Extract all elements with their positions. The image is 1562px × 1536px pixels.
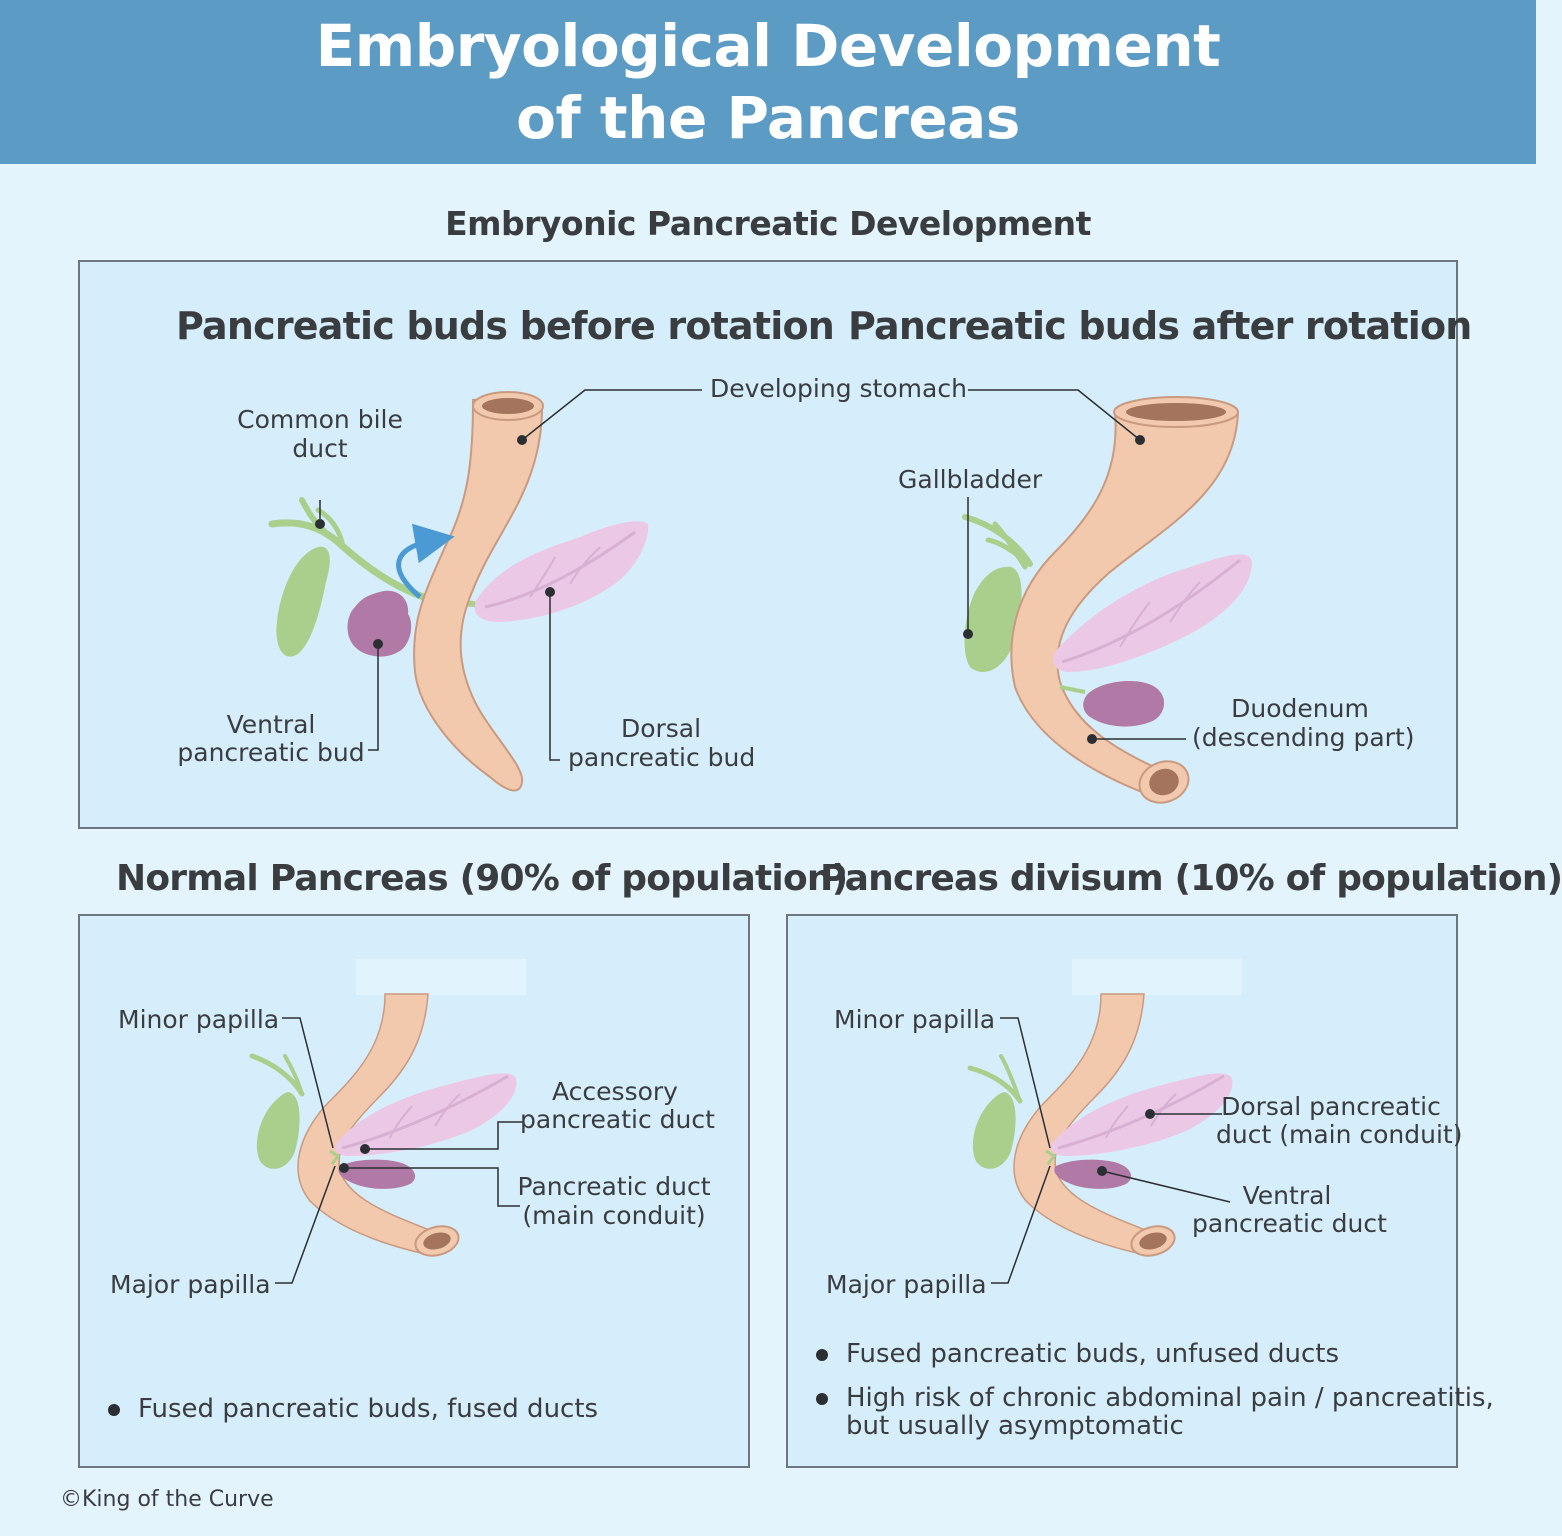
bullet-dot (816, 1393, 828, 1405)
duodenum-label-2: (descending part) (1192, 723, 1415, 752)
normal-pancreas-title: Normal Pancreas (90% of population) (116, 858, 848, 899)
embryonic-development-illustration (268, 389, 1252, 804)
minor-papilla-label: Minor papilla (118, 1005, 280, 1034)
before-rotation-diagram (268, 389, 702, 792)
pancreas-divisum-panel: Minor papilla Major papilla Dorsal pancr… (786, 914, 1494, 1468)
fused-pancreas-shape (1053, 554, 1252, 672)
ventral-duct-label-1: Ventral (1242, 1181, 1332, 1210)
duodenum-label-1: Duodenum (1231, 694, 1369, 723)
pancreatic-duct-label-1: Pancreatic duct (517, 1172, 711, 1201)
pancreas-divisum-title: Pancreas divisum (10% of population) (820, 858, 1562, 899)
pancreatic-duct-label-2: (main conduit) (522, 1201, 706, 1230)
dorsal-duct-label-2: duct (main conduit) (1216, 1120, 1463, 1149)
accessory-duct-label-2: pancreatic duct (520, 1105, 715, 1134)
normal-bullet-1: Fused pancreatic buds, fused ducts (108, 1394, 599, 1424)
after-rotation-title: Pancreatic buds after rotation (848, 304, 1472, 348)
bullet-text: but usually asymptomatic (846, 1411, 1184, 1441)
divisum-bullet-2-cont: but usually asymptomatic (846, 1412, 1184, 1441)
ventral-duct-label-2: pancreatic duct (1192, 1209, 1387, 1238)
gallbladder-label: Gallbladder (898, 465, 1043, 494)
pancreas-divisum-illustration (967, 959, 1242, 1284)
ventral-bud-label-2: pancreatic bud (177, 738, 365, 767)
normal-pancreas-panel: Minor papilla Major papilla Accessory pa… (78, 914, 750, 1468)
dorsal-bud-label-2: pancreatic bud (568, 743, 756, 772)
bullet-text: Fused pancreatic buds, unfused ducts (846, 1339, 1340, 1369)
normal-pancreas-illustration (249, 959, 526, 1284)
common-bile-duct-label-2: duct (292, 434, 348, 463)
minor-papilla-label: Minor papilla (834, 1005, 996, 1034)
after-rotation-diagram (962, 389, 1252, 804)
common-bile-duct-label-1: Common bile (237, 405, 403, 434)
divisum-bullet-2: High risk of chronic abdominal pain / pa… (816, 1383, 1494, 1413)
header-banner: Embryological Development of the Pancrea… (0, 0, 1536, 164)
bullet-text: Fused pancreatic buds, fused ducts (138, 1394, 599, 1424)
page-title-line1: Embryological Development (315, 12, 1221, 80)
section-title: Embryonic Pancreatic Development (445, 204, 1091, 243)
before-rotation-title: Pancreatic buds before rotation (176, 304, 835, 348)
major-papilla-label: Major papilla (826, 1270, 987, 1299)
bullet-dot (816, 1349, 828, 1361)
bullet-text: High risk of chronic abdominal pain / pa… (846, 1383, 1494, 1413)
major-papilla-label: Major papilla (110, 1270, 271, 1299)
dorsal-duct-label-1: Dorsal pancreatic (1221, 1092, 1441, 1121)
page-title-line2: of the Pancreas (516, 84, 1020, 152)
accessory-duct-label-1: Accessory (552, 1077, 678, 1106)
common-bile-duct-shape (268, 519, 444, 606)
divisum-bullet-1: Fused pancreatic buds, unfused ducts (816, 1339, 1340, 1369)
gallbladder-shape (276, 546, 330, 657)
copyright-notice: ©King of the Curve (60, 1487, 274, 1512)
stomach-duodenum-tube (413, 395, 544, 792)
gallbladder-shape-after (964, 566, 1022, 673)
top-panel: Pancreatic buds before rotation Pancreat… (78, 260, 1472, 829)
ventral-bud-shape-after (1083, 680, 1165, 727)
bullet-dot (108, 1404, 120, 1416)
ventral-bud-shape (347, 590, 412, 657)
developing-stomach-label: Developing stomach (710, 374, 967, 403)
rotation-arrow (396, 523, 455, 599)
ventral-bud-label-1: Ventral (226, 710, 316, 739)
dorsal-bud-label-1: Dorsal (620, 714, 702, 743)
